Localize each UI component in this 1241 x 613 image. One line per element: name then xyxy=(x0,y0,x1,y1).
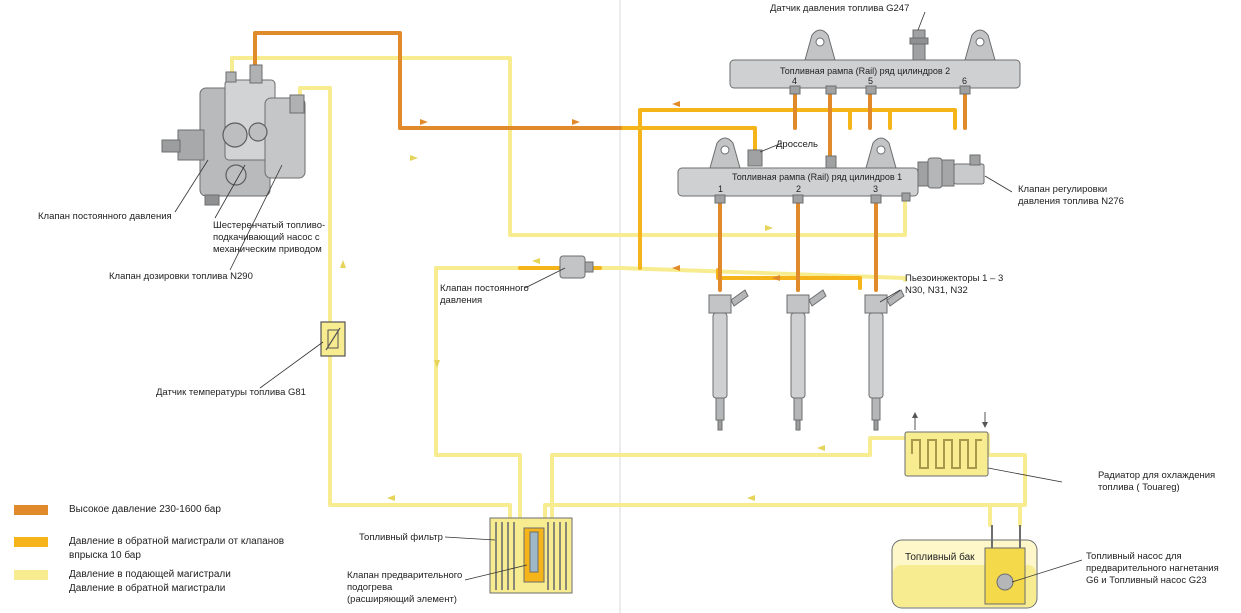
injector-1 xyxy=(708,289,749,431)
low-pressure-lines xyxy=(230,56,1027,587)
rail2-label: Топливная рампа (Rail) ряд цилиндров 2 xyxy=(780,66,950,76)
cyl-4: 4 xyxy=(792,76,797,86)
fuel-rail-1 xyxy=(677,137,985,204)
rail1-label: Топливная рампа (Rail) ряд цилиндров 1 xyxy=(732,172,902,182)
high-pressure-pump xyxy=(161,64,306,206)
legend-text-high: Высокое давление 230-1600 бар xyxy=(69,504,221,515)
flow-arrows-low xyxy=(340,155,825,501)
preheat-label: Клапан предварительного подогрева (расши… xyxy=(347,570,463,605)
const-valve-mid-label: Клапан постоянного давления xyxy=(440,283,529,306)
n290-label: Клапан дозировки топлива N290 xyxy=(109,271,253,282)
gear-pump-label: Шестеренчатый топливо- подкачивающий нас… xyxy=(213,220,326,255)
n276-label: Клапан регулировки давления топлива N276 xyxy=(1018,184,1124,207)
legend-swatch-return xyxy=(14,537,48,547)
fuel-rail-2 xyxy=(729,29,1021,95)
flow-arrows xyxy=(420,101,780,281)
cyl-5: 5 xyxy=(868,76,873,86)
tank-pump-label: Топливный насос для предварительного наг… xyxy=(1086,551,1219,586)
const-valve-pump-label: Клапан постоянного давления xyxy=(38,211,172,222)
fuel-filter xyxy=(489,517,573,594)
fuel-radiator xyxy=(904,412,989,477)
legend-swatch-high xyxy=(14,505,48,515)
legend-text-return: Давление в обратной магистрали от клапан… xyxy=(69,536,285,561)
leader-lines xyxy=(174,11,1083,583)
cylinder-numbers: 1 2 3 4 5 6 xyxy=(718,76,967,194)
cyl-2: 2 xyxy=(796,184,801,194)
cyl-1: 1 xyxy=(718,184,723,194)
legend-text-low: Давление в подающей магистрали Давление … xyxy=(69,569,231,594)
injector-2 xyxy=(786,289,827,431)
high-pressure-lines xyxy=(253,31,967,292)
throttle-label: Дроссель xyxy=(776,139,818,150)
constant-pressure-valve-mid xyxy=(559,255,594,279)
filter-label: Топливный фильтр xyxy=(359,532,443,543)
radiator-label: Радиатор для охлаждения топлива ( Touare… xyxy=(1098,470,1216,493)
cyl-3: 3 xyxy=(873,184,878,194)
cyl-6: 6 xyxy=(962,76,967,86)
tank-label: Топливный бак xyxy=(905,551,975,563)
g247-label: Датчик давления топлива G247 xyxy=(770,3,910,14)
injector-3 xyxy=(864,289,905,431)
temperature-sensor-g81 xyxy=(320,321,346,357)
injectors-label: Пьезоинжекторы 1 – 3 N30, N31, N32 xyxy=(905,273,1004,296)
legend-swatch-low xyxy=(14,570,48,580)
fuel-tank xyxy=(891,525,1038,609)
g81-label: Датчик температуры топлива G81 xyxy=(156,387,306,398)
